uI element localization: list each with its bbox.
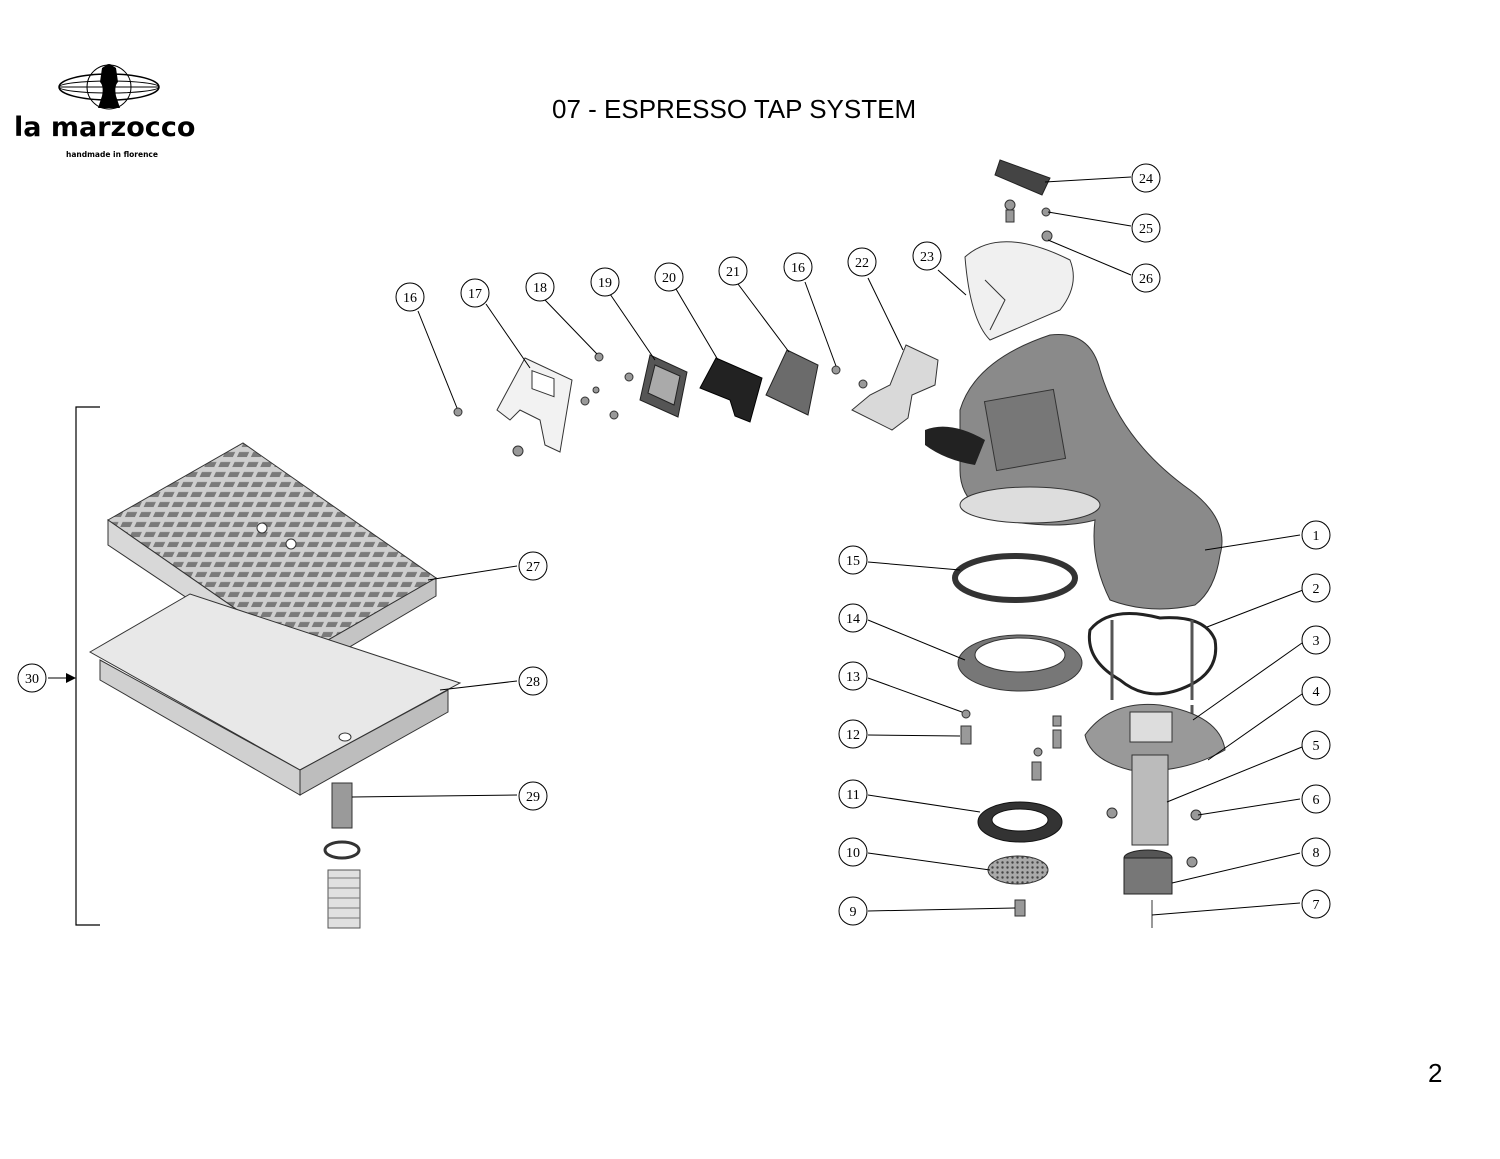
part-15-band bbox=[952, 553, 1078, 603]
callout-25: 25 bbox=[1139, 222, 1153, 237]
part-23-top-cover bbox=[964, 241, 1074, 341]
part-19-control-board bbox=[639, 354, 688, 418]
brand-tagline: handmade in florence bbox=[66, 150, 158, 159]
globe-figure-logo-icon bbox=[58, 64, 160, 110]
part-1-group-body bbox=[925, 333, 1223, 610]
callout-16-right: 16 bbox=[791, 261, 805, 276]
part-10-shower-screen bbox=[987, 855, 1049, 885]
callout-13: 13 bbox=[846, 670, 860, 685]
part-8-spout-nut bbox=[1123, 849, 1173, 895]
part-29-drain-fitting bbox=[323, 782, 361, 929]
brand-name: la marzocco bbox=[14, 112, 196, 143]
part-20-gasket bbox=[699, 357, 763, 423]
part-25-26-fasteners bbox=[1004, 199, 1053, 242]
callout-18: 18 bbox=[533, 281, 547, 296]
part-14-ring bbox=[957, 634, 1083, 692]
part-28-drip-tray bbox=[88, 593, 462, 796]
page-title: 07 - ESPRESSO TAP SYSTEM bbox=[552, 94, 917, 124]
assembly-bracket-30 bbox=[75, 406, 100, 926]
callout-22: 22 bbox=[855, 256, 869, 271]
callout-4: 4 bbox=[1313, 685, 1320, 700]
part-11-seal bbox=[977, 801, 1063, 843]
callout-11: 11 bbox=[846, 788, 859, 803]
part-18-screws bbox=[580, 352, 634, 420]
callout-20: 20 bbox=[662, 271, 676, 286]
part-2-gasket-loop bbox=[1087, 612, 1218, 696]
callout-9: 9 bbox=[850, 905, 857, 920]
callout-3: 3 bbox=[1313, 634, 1320, 649]
part-22-bracket bbox=[851, 344, 939, 431]
callout-21: 21 bbox=[726, 265, 740, 280]
part-16-screw-left bbox=[453, 407, 463, 417]
callout-28: 28 bbox=[526, 675, 540, 690]
brand-logo: la marzocco handmade in florence bbox=[14, 62, 204, 162]
arrow-30 bbox=[48, 673, 76, 683]
part-6-nuts bbox=[1106, 807, 1202, 868]
part-24-badge bbox=[994, 159, 1051, 196]
callout-17: 17 bbox=[468, 287, 482, 302]
callout-10: 10 bbox=[846, 846, 860, 861]
callout-labels: 16 17 18 19 20 21 16 22 23 24 25 26 1 2 … bbox=[25, 172, 1320, 920]
callout-circles bbox=[17, 163, 1331, 926]
part-9-screw bbox=[1014, 899, 1026, 917]
callout-23: 23 bbox=[920, 250, 934, 265]
part-17-mounting-plate bbox=[496, 357, 573, 457]
callout-7: 7 bbox=[1313, 898, 1320, 913]
callout-15: 15 bbox=[846, 554, 860, 569]
callout-2: 2 bbox=[1313, 582, 1320, 597]
part-4-5-flange-column bbox=[1084, 703, 1226, 846]
callout-6: 6 bbox=[1313, 793, 1320, 808]
callout-8: 8 bbox=[1313, 846, 1320, 861]
callout-1: 1 bbox=[1313, 529, 1320, 544]
page-number: 2 bbox=[1428, 1058, 1443, 1088]
callout-16-left: 16 bbox=[403, 291, 417, 306]
callout-27: 27 bbox=[526, 560, 540, 575]
part-12-13-screws bbox=[960, 709, 1062, 781]
callout-19: 19 bbox=[598, 276, 612, 291]
callout-14: 14 bbox=[846, 612, 860, 627]
leader-lines bbox=[351, 176, 1304, 916]
callout-12: 12 bbox=[846, 728, 860, 743]
part-21-back-plate bbox=[765, 349, 819, 416]
callout-30: 30 bbox=[25, 672, 39, 687]
part-16-screw-right bbox=[831, 365, 841, 375]
callout-5: 5 bbox=[1313, 739, 1320, 754]
callout-26: 26 bbox=[1139, 272, 1153, 287]
callout-24: 24 bbox=[1139, 172, 1153, 187]
callout-29: 29 bbox=[526, 790, 540, 805]
